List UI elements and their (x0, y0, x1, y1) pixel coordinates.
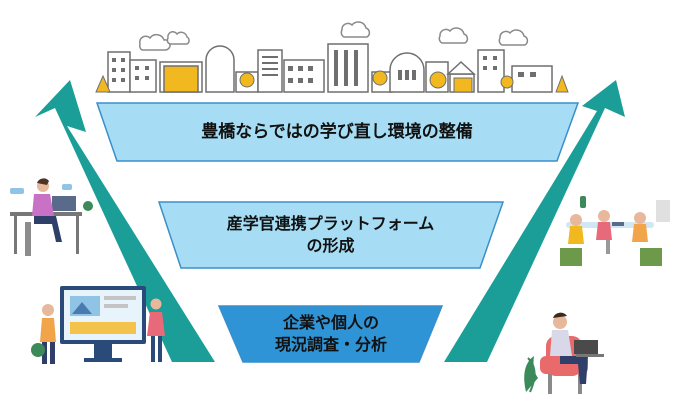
tier-3-line-2: 現況調査・分析 (274, 335, 387, 354)
tier-3-shape (217, 305, 444, 363)
tier-2-line-2: の形成 (306, 236, 355, 255)
person-at-desk-laptop-icon (10, 178, 93, 256)
person-in-armchair-laptop-icon (524, 312, 604, 394)
tier-1-shape (95, 102, 580, 162)
city-skyline-icon (95, 21, 569, 93)
web-designers-monitor-icon (31, 286, 165, 364)
tier-2-label: 産学官連携プラットフォーム の形成 (181, 202, 480, 268)
tier-2-line-1: 産学官連携プラットフォーム (226, 214, 435, 234)
tier-2-shape (157, 201, 505, 269)
tree-icon (95, 70, 569, 93)
tier-3-label: 企業や個人の 現況調査・分析 (243, 306, 419, 362)
right-upward-arrow (444, 80, 625, 362)
tier-3-line-1: 企業や個人の (282, 313, 379, 333)
cloud-icon (138, 21, 529, 51)
tier-1-label: 豊橋ならではの学び直し環境の整備 (117, 103, 557, 161)
team-meeting-table-icon (560, 196, 670, 266)
left-upward-arrow (35, 80, 215, 362)
tier-1-line-1: 豊橋ならではの学び直し環境の整備 (201, 121, 473, 142)
